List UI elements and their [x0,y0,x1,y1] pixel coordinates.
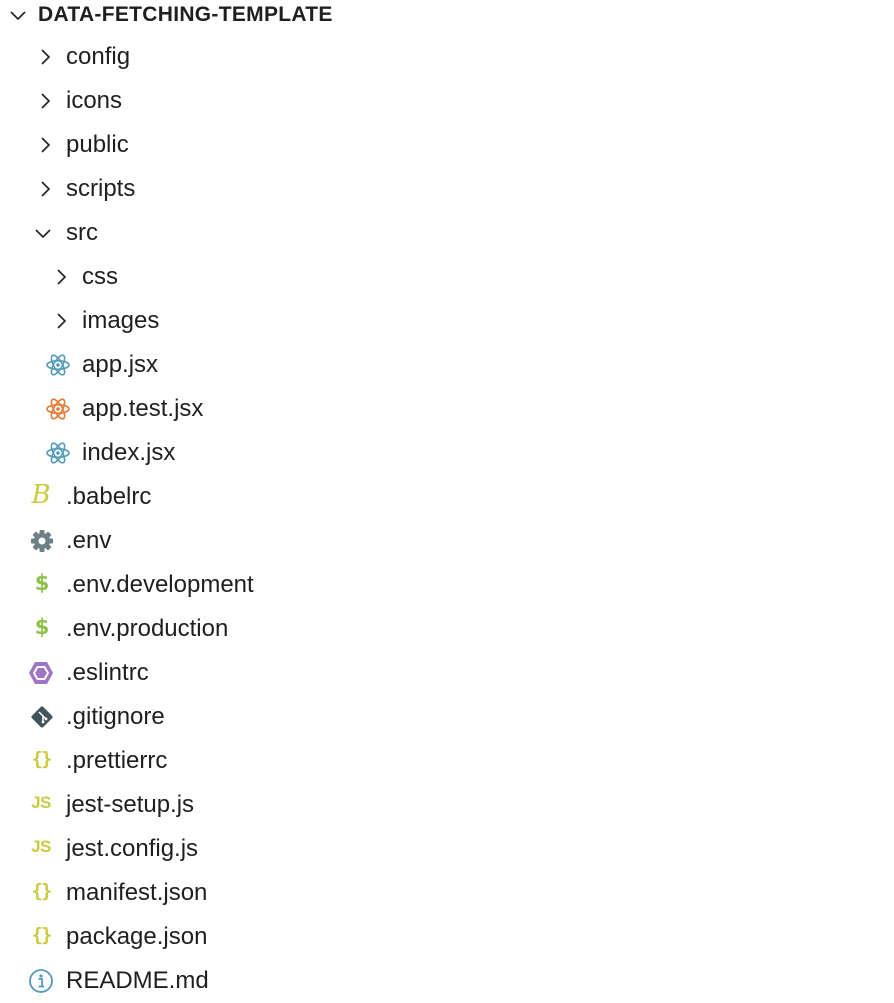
tree-item-file-eslintrc[interactable]: .eslintrc [0,651,894,695]
chevron-right-icon[interactable] [35,179,55,199]
gear-icon [29,528,55,554]
tree-item-label: .env.development [66,571,254,598]
tree-item-file-jest-config-js[interactable]: JS jest.config.js [0,827,894,871]
chevron-right-icon[interactable] [51,267,71,287]
tree-item-label: .babelrc [66,483,152,510]
dollar-icon: $ [34,615,50,639]
tree-item-label: .env [66,527,112,554]
tree-item-file-prettierrc[interactable]: {} .prettierrc [0,739,894,783]
tree-item-label: jest-setup.js [66,791,195,818]
json-braces-icon: {} [31,880,53,902]
tree-item-file-app-test-jsx[interactable]: app.test.jsx [0,387,894,431]
tree-item-label: scripts [66,175,136,202]
javascript-icon: JS [31,793,51,812]
tree-item-label: index.jsx [82,439,176,466]
tree-item-label: icons [66,87,123,114]
tree-item-label: css [82,263,118,290]
tree-item-label: public [66,131,129,158]
info-icon [28,968,54,994]
git-icon [29,704,55,730]
chevron-right-icon[interactable] [35,135,55,155]
tree-item-file-gitignore[interactable]: .gitignore [0,695,894,739]
tree-item-file-env-production[interactable]: $ .env.production [0,607,894,651]
root-folder-label: DATA-FETCHING-TEMPLATE [38,3,333,26]
tree-item-file-babelrc[interactable]: B .babelrc [0,475,894,519]
tree-item-label: README.md [66,967,209,994]
tree-item-label: package.json [66,923,208,950]
tree-item-folder-images[interactable]: images [0,299,894,343]
tree-item-label: jest.config.js [66,835,199,862]
tree-item-label: .env.production [66,615,229,642]
react-icon [45,352,71,378]
tree-item-file-readme-md[interactable]: README.md [0,959,894,1003]
dollar-icon: $ [34,571,50,595]
json-braces-icon: {} [31,924,53,946]
chevron-down-icon[interactable] [8,5,28,25]
chevron-right-icon[interactable] [35,91,55,111]
tree-item-folder-scripts[interactable]: scripts [0,167,894,211]
react-test-icon [45,396,71,422]
tree-item-label: images [82,307,160,334]
babel-icon: B [31,480,51,510]
tree-item-label: .eslintrc [66,659,149,686]
tree-item-folder-src[interactable]: src [0,211,894,255]
tree-item-folder-config[interactable]: config [0,35,894,79]
tree-item-file-package-json[interactable]: {} package.json [0,915,894,959]
tree-item-folder-public[interactable]: public [0,123,894,167]
chevron-right-icon[interactable] [51,311,71,331]
tree-item-folder-icons[interactable]: icons [0,79,894,123]
tree-item-file-manifest-json[interactable]: {} manifest.json [0,871,894,915]
eslint-icon [28,660,54,686]
tree-item-label: app.test.jsx [82,395,204,422]
tree-item-label: app.jsx [82,351,159,378]
tree-item-label: .prettierrc [66,747,168,774]
tree-item-label: src [66,219,98,246]
tree-item-label: manifest.json [66,879,208,906]
chevron-down-icon[interactable] [33,223,53,243]
tree-item-file-index-jsx[interactable]: index.jsx [0,431,894,475]
javascript-icon: JS [31,837,51,856]
tree-item-label: config [66,43,131,70]
react-icon [45,440,71,466]
tree-item-label: .gitignore [66,703,165,730]
tree-item-file-app-jsx[interactable]: app.jsx [0,343,894,387]
json-braces-icon: {} [31,748,53,770]
tree-item-folder-css[interactable]: css [0,255,894,299]
tree-item-file-env-development[interactable]: $ .env.development [0,563,894,607]
explorer-root-folder[interactable]: DATA-FETCHING-TEMPLATE [0,0,894,30]
chevron-right-icon[interactable] [35,47,55,67]
tree-item-file-env[interactable]: .env [0,519,894,563]
tree-item-file-jest-setup-js[interactable]: JS jest-setup.js [0,783,894,827]
